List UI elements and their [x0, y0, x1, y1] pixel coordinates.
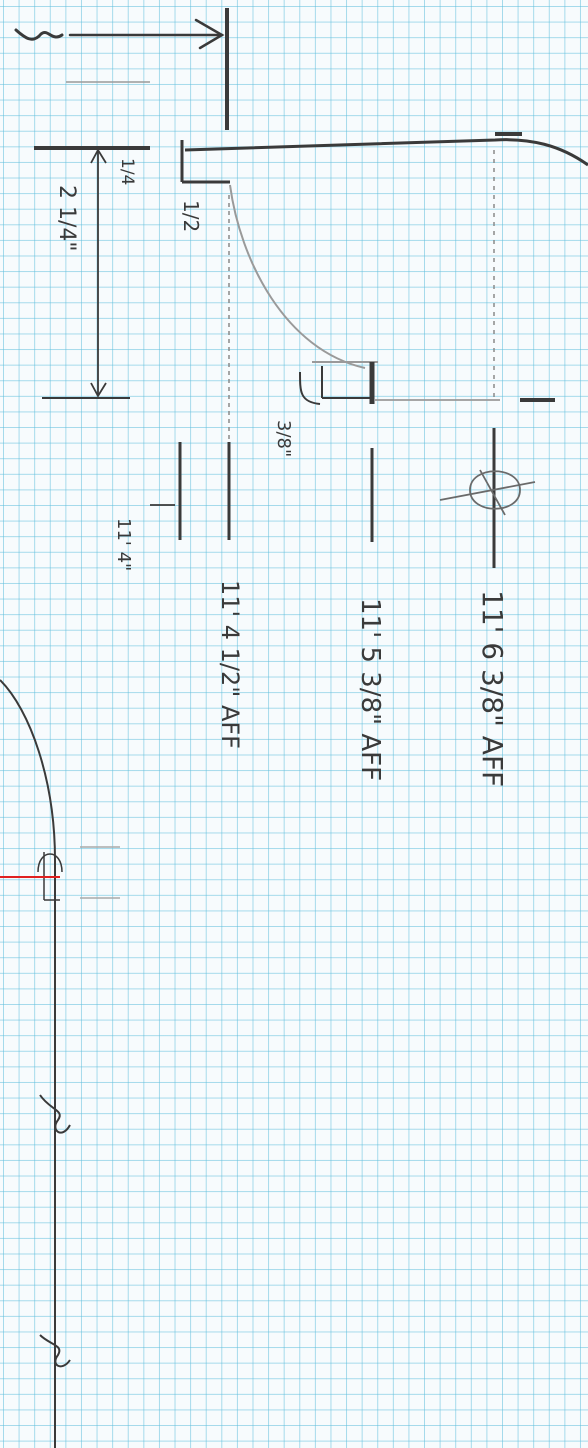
quarter-step: [180, 140, 230, 184]
fixture-symbol: [439, 469, 536, 516]
label-11-6-3-8: 11' 6 3/8" AFF: [476, 590, 509, 787]
label-three-eighths: 3/8": [273, 420, 294, 457]
label-11-5-3-8: 11' 5 3/8" AFF: [355, 598, 385, 781]
dimension-2-1-4: [34, 146, 150, 399]
reference-arrow: [14, 18, 225, 50]
label-two-quarter: 2 1/4": [54, 185, 79, 252]
label-11-4: 11' 4": [113, 518, 134, 571]
label-quarter: 1/4: [117, 158, 137, 185]
ceiling-line: [184, 138, 588, 167]
break-symbols: [39, 1094, 71, 1368]
three-eighths-detail: [299, 361, 378, 405]
cove-arc: [229, 184, 366, 369]
lower-marker: [37, 846, 120, 901]
lower-arc: [0, 679, 56, 861]
elevation-ticks: [178, 428, 496, 568]
label-11-4-half: 11' 4 1/2" AFF: [216, 580, 244, 749]
label-half: 1/2: [179, 200, 203, 232]
